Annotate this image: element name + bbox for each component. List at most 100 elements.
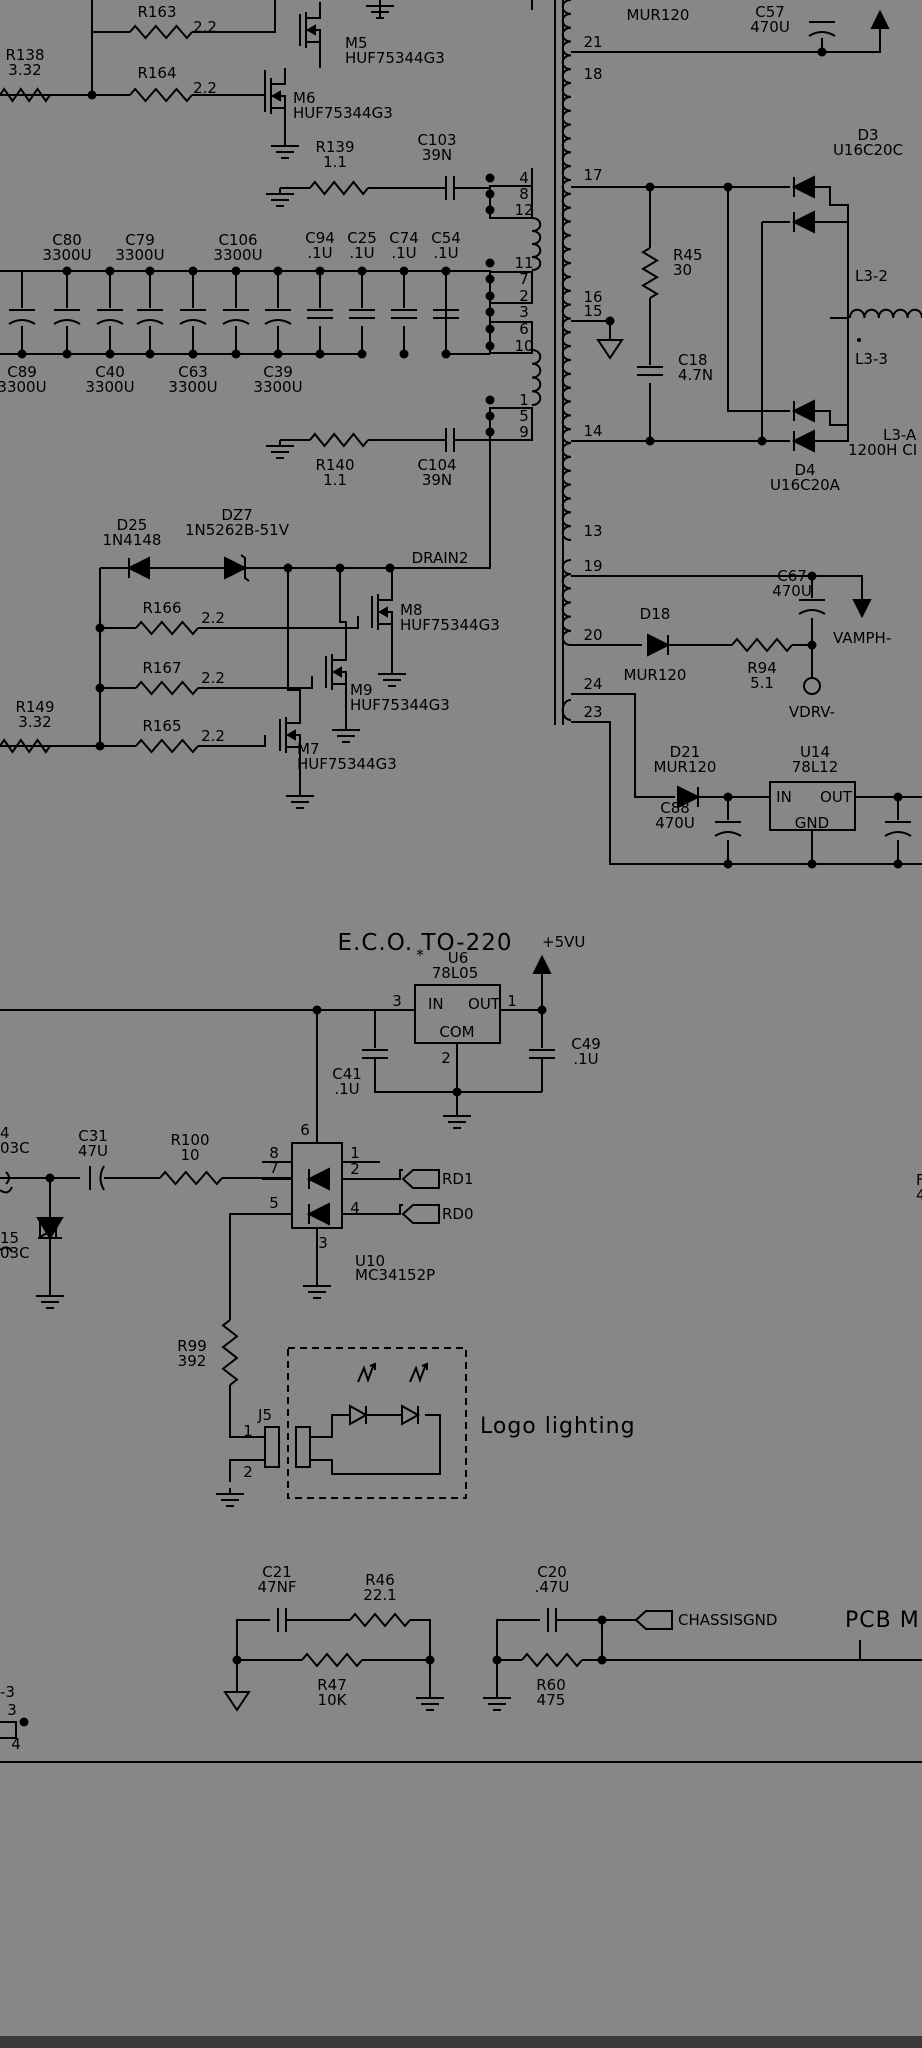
m7-value: HUF75344G3 bbox=[297, 755, 397, 773]
r60-value: 475 bbox=[537, 1691, 566, 1709]
led-diode bbox=[349, 1404, 369, 1426]
pin-number: 15 bbox=[583, 302, 602, 320]
wire bbox=[374, 1058, 542, 1093]
r165-ref: R165 bbox=[142, 717, 181, 735]
m9-ref: M9 bbox=[350, 681, 373, 699]
pin-number: 19 bbox=[583, 557, 602, 575]
m6-ref: M6 bbox=[293, 89, 316, 107]
bottom-left-fragment: 3 bbox=[7, 1701, 17, 1719]
capacitor-c31 bbox=[99, 1165, 105, 1191]
r138-ref: R138 bbox=[5, 46, 44, 64]
junction-dot bbox=[645, 436, 655, 446]
d4-value: U16C20A bbox=[770, 476, 841, 494]
c74-ref: C74 bbox=[389, 229, 419, 247]
offpage-connector bbox=[401, 1204, 440, 1224]
offpage-connector bbox=[401, 1169, 440, 1189]
u6-pin-out: OUT bbox=[468, 995, 501, 1013]
wire bbox=[814, 186, 849, 223]
transformer-pin-box bbox=[489, 407, 533, 441]
resistor-r94 bbox=[731, 637, 793, 653]
l3-a-ref: L3-A bbox=[883, 426, 917, 444]
partial-symbol bbox=[5, 1171, 10, 1185]
capacitor-bank bbox=[264, 319, 292, 325]
led-light-rays bbox=[409, 1362, 428, 1383]
c94-value: .1U bbox=[307, 244, 332, 262]
resistor-r60 bbox=[521, 1652, 583, 1668]
u10-driver-b bbox=[306, 1202, 330, 1226]
mur120-label: MUR120 bbox=[627, 6, 690, 24]
ground-symbol bbox=[36, 1290, 64, 1309]
u14-pin-in: IN bbox=[776, 788, 792, 806]
pin-number: 18 bbox=[583, 65, 602, 83]
r163-ref: R163 bbox=[137, 3, 176, 21]
d25-ref: D25 bbox=[117, 516, 148, 534]
junction-dot bbox=[723, 859, 733, 869]
wire bbox=[229, 1385, 265, 1438]
capacitor-bank bbox=[179, 319, 207, 325]
r167-ref: R167 bbox=[142, 659, 181, 677]
dz7-value: 1N5262B-51V bbox=[185, 521, 290, 539]
ground-symbol bbox=[332, 724, 360, 743]
resistor-r164 bbox=[129, 87, 193, 103]
transformer-winding-aux2 bbox=[561, 699, 572, 721]
junction-dot bbox=[19, 1717, 29, 1727]
wire bbox=[198, 676, 313, 689]
net-label-vdrv: VDRV- bbox=[789, 703, 835, 721]
r167-value: 2.2 bbox=[201, 669, 225, 687]
d3-value: U16C20C bbox=[833, 141, 903, 159]
wire bbox=[229, 1459, 265, 1482]
c41-ref: C41 bbox=[332, 1065, 362, 1083]
resistor-r149 bbox=[0, 738, 51, 754]
ground-symbol bbox=[286, 790, 314, 809]
pin-number: 2 bbox=[350, 1160, 360, 1178]
capacitor-bank bbox=[96, 319, 124, 325]
net-label-chassisgnd: CHASSISGND bbox=[678, 1611, 777, 1629]
wire bbox=[496, 1619, 540, 1660]
m8-value: HUF75344G3 bbox=[400, 616, 500, 634]
c106-ref: C106 bbox=[218, 231, 257, 249]
r163-value: 2.2 bbox=[193, 18, 217, 36]
supply-arrow bbox=[870, 9, 890, 29]
d18-ref: D18 bbox=[640, 605, 671, 623]
c25-value: .1U bbox=[349, 244, 374, 262]
capacitor-output bbox=[884, 831, 912, 837]
pin-number: 1 bbox=[243, 1422, 253, 1440]
c80-value: 3300U bbox=[42, 246, 91, 264]
c88-value: 470U bbox=[655, 814, 695, 832]
r166-ref: R166 bbox=[142, 599, 181, 617]
c49-ref: C49 bbox=[571, 1035, 601, 1053]
junction-dot bbox=[87, 90, 97, 100]
transformer-pin-box bbox=[489, 271, 533, 304]
ground-symbol bbox=[216, 1488, 244, 1507]
junction-dot bbox=[485, 395, 495, 405]
diode-d15 bbox=[36, 1217, 64, 1240]
r165-value: 2.2 bbox=[201, 727, 225, 745]
c104-value: 39N bbox=[422, 471, 452, 489]
m5-value: HUF75344G3 bbox=[345, 49, 445, 67]
c49-value: .1U bbox=[573, 1050, 598, 1068]
right-edge-fragment: F bbox=[916, 1171, 922, 1189]
junction-dot bbox=[385, 563, 395, 573]
pin-number: 6 bbox=[300, 1121, 310, 1139]
u10-ref: U10 bbox=[355, 1252, 385, 1270]
c18-value: 4.7N bbox=[678, 366, 713, 384]
left-fragment-value: 03C bbox=[0, 1244, 30, 1262]
supply-arrow bbox=[852, 599, 872, 619]
d21-value: MUR120 bbox=[654, 758, 717, 776]
c21-value: 47NF bbox=[258, 1578, 297, 1596]
capacitor-c67 bbox=[798, 609, 826, 615]
l3-2-label: L3-2 bbox=[855, 267, 888, 285]
pin-number: 2 bbox=[441, 1049, 451, 1067]
wire bbox=[287, 568, 301, 707]
m5-ref: M5 bbox=[345, 34, 368, 52]
c80-ref: C80 bbox=[52, 231, 82, 249]
pin-number: 6 bbox=[519, 320, 529, 338]
c89-value: 3300U bbox=[0, 378, 47, 396]
wire bbox=[571, 721, 922, 865]
pin-number: 7 bbox=[519, 270, 529, 288]
c54-ref: C54 bbox=[431, 229, 461, 247]
l3-a-value: 1200H CI bbox=[848, 441, 917, 459]
net-label-rd1: RD1 bbox=[442, 1170, 474, 1188]
pin-number: 3 bbox=[392, 992, 402, 1010]
